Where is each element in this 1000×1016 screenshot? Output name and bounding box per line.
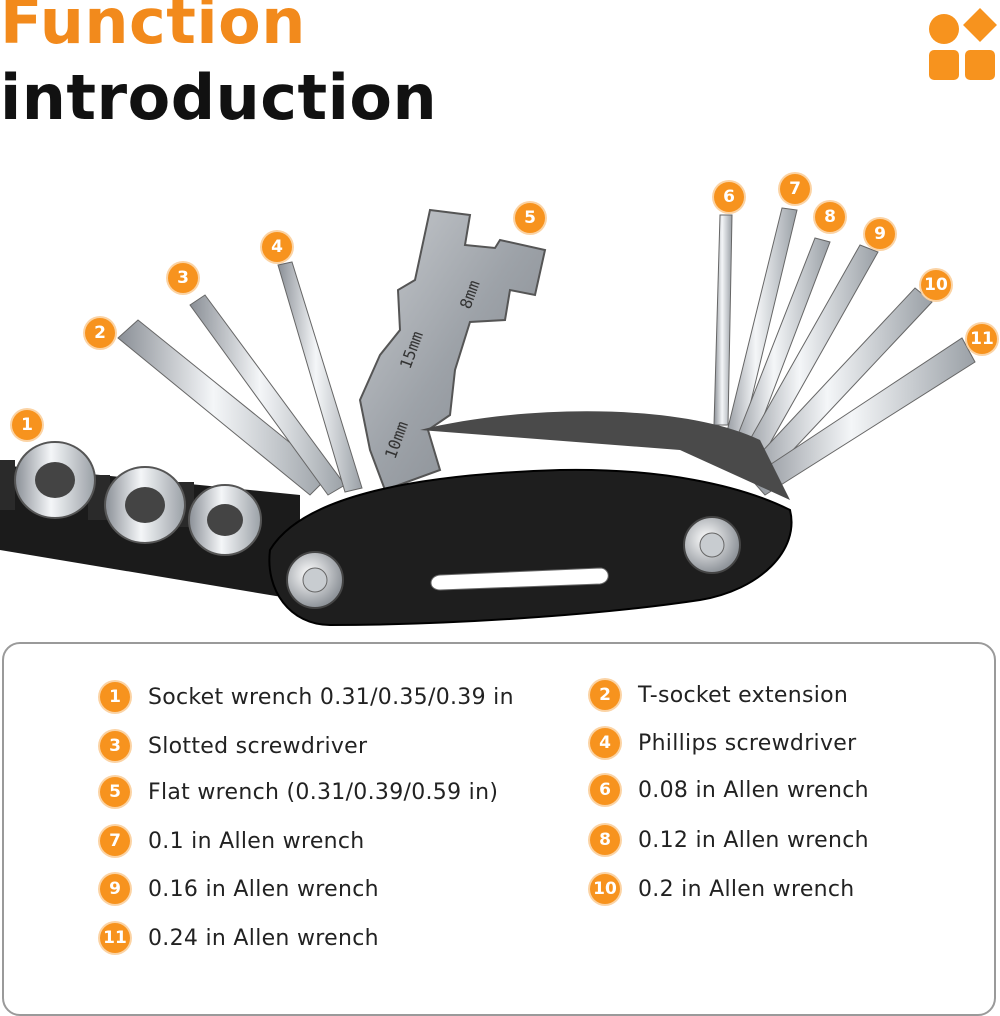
legend-label: 0.24 in Allen wrench xyxy=(148,925,379,951)
callout-5: 5 xyxy=(515,203,545,233)
legend-badge: 10 xyxy=(590,874,620,904)
legend-item-10: 10 0.2 in Allen wrench xyxy=(590,874,855,904)
callout-4: 4 xyxy=(262,232,292,262)
legend-item-3: 3 Slotted screwdriver xyxy=(100,731,367,761)
legend-badge: 5 xyxy=(100,777,130,807)
legend-label: Flat wrench (0.31/0.39/0.59 in) xyxy=(148,779,499,805)
title-line-2: introduction xyxy=(0,61,438,134)
legend-label: 0.16 in Allen wrench xyxy=(148,876,379,902)
callout-9: 9 xyxy=(865,219,895,249)
title-line-1: Function xyxy=(0,0,306,58)
callout-11: 11 xyxy=(967,324,997,354)
legend-item-4: 4 Phillips screwdriver xyxy=(590,728,856,758)
allen-wrench-11 xyxy=(749,337,976,496)
callout-2: 2 xyxy=(85,318,115,348)
legend-badge: 4 xyxy=(590,728,620,758)
legend-item-7: 7 0.1 in Allen wrench xyxy=(100,826,365,856)
legend-label: 0.1 in Allen wrench xyxy=(148,828,365,854)
callout-6: 6 xyxy=(714,182,744,212)
legend-label: T-socket extension xyxy=(638,682,849,708)
legend-badge: 9 xyxy=(100,874,130,904)
callout-1: 1 xyxy=(12,410,42,440)
legend-item-6: 6 0.08 in Allen wrench xyxy=(590,775,869,805)
socket-holder xyxy=(0,441,300,600)
legend-badge: 7 xyxy=(100,826,130,856)
legend-badge: 1 xyxy=(100,682,130,712)
legend-label: Phillips screwdriver xyxy=(638,730,857,756)
legend-item-11: 11 0.24 in Allen wrench xyxy=(100,923,379,953)
callout-10: 10 xyxy=(921,270,951,300)
legend-label: 0.12 in Allen wrench xyxy=(638,827,869,853)
legend-panel xyxy=(2,642,996,1016)
legend-badge: 2 xyxy=(590,680,620,710)
flat-wrench: 15mm 8mm 10mm xyxy=(358,208,547,492)
callout-8: 8 xyxy=(815,202,845,232)
legend-label: Socket wrench 0.31/0.35/0.39 in xyxy=(148,684,514,710)
legend-badge: 3 xyxy=(100,731,130,761)
callout-7: 7 xyxy=(780,174,810,204)
legend-badge: 11 xyxy=(100,923,130,953)
legend-item-9: 9 0.16 in Allen wrench xyxy=(100,874,379,904)
brand-logo-icon xyxy=(925,8,997,82)
legend-item-8: 8 0.12 in Allen wrench xyxy=(590,825,869,855)
multi-tool-illustration: 15mm 8mm 10mm xyxy=(0,207,976,627)
tool-body xyxy=(268,411,793,627)
legend-badge: 6 xyxy=(590,775,620,805)
legend-item-1: 1 Socket wrench 0.31/0.35/0.39 in xyxy=(100,682,514,712)
legend-label: 0.08 in Allen wrench xyxy=(638,777,869,803)
legend-badge: 8 xyxy=(590,825,620,855)
callout-3: 3 xyxy=(168,263,198,293)
legend-label: 0.2 in Allen wrench xyxy=(638,876,855,902)
legend-item-5: 5 Flat wrench (0.31/0.39/0.59 in) xyxy=(100,777,498,807)
legend-label: Slotted screwdriver xyxy=(148,733,368,759)
legend-item-2: 2 T-socket extension xyxy=(590,680,848,710)
allen-wrench-6 xyxy=(713,214,733,426)
phillips-screwdriver xyxy=(277,261,363,493)
body-slot xyxy=(430,567,609,591)
